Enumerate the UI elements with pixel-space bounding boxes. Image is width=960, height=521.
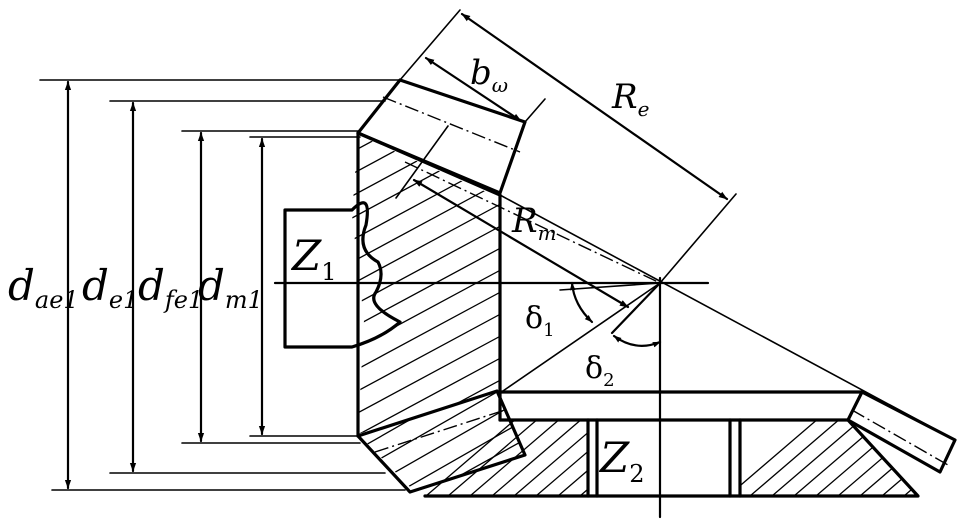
label-d-ae1: dae1 bbox=[8, 261, 79, 314]
label-Z-2: Z2 bbox=[598, 433, 644, 488]
length-dimensions bbox=[395, 9, 737, 309]
label-d-fe1: dfe1 bbox=[138, 261, 203, 314]
label-delta-2: δ2 bbox=[585, 351, 615, 391]
diameter-dimensions bbox=[64, 80, 266, 490]
gear-section bbox=[423, 390, 920, 498]
label-delta-1: δ1 bbox=[525, 301, 555, 341]
label-R-e: Re bbox=[611, 77, 649, 121]
dim-Re bbox=[460, 12, 729, 201]
dim-Rm bbox=[412, 178, 630, 309]
extension-lines bbox=[39, 79, 406, 491]
label-b-w: bω bbox=[470, 53, 508, 97]
angle-delta-1 bbox=[569, 281, 594, 324]
labels: dae1 de1 dfe1 dm1 bω Re Rm Z1 Z2 δ1 δ2 bbox=[8, 53, 649, 488]
label-d-m1: dm1 bbox=[198, 261, 263, 314]
label-Z-1: Z1 bbox=[290, 231, 336, 286]
dim-bw bbox=[424, 56, 523, 123]
angle-delta-2 bbox=[612, 334, 662, 348]
label-d-e1: de1 bbox=[82, 261, 138, 314]
angle-marks bbox=[569, 281, 662, 348]
label-R-m: Rm bbox=[511, 201, 557, 245]
